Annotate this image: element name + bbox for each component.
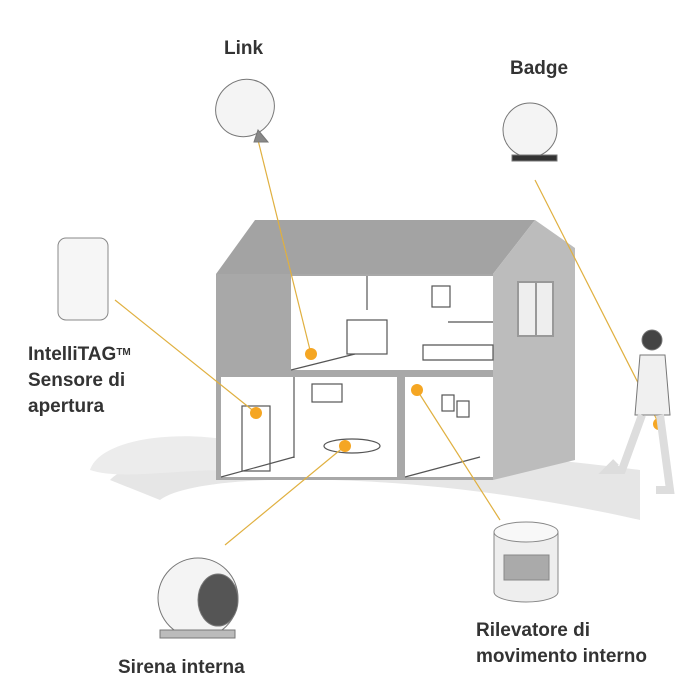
label-rilevatore: Rilevatore di movimento interno bbox=[476, 618, 647, 670]
label-sirena: Sirena interna bbox=[118, 657, 245, 678]
link-device-icon bbox=[215, 78, 275, 143]
device-markers bbox=[250, 348, 665, 452]
rilevatore-line1: Rilevatore di bbox=[476, 620, 591, 641]
badge-device-icon bbox=[502, 102, 558, 162]
person-icon bbox=[598, 329, 675, 494]
marker-intellitag bbox=[250, 407, 262, 419]
label-link: Link bbox=[224, 38, 264, 59]
intellitag-line3: apertura bbox=[28, 396, 105, 417]
intellitag-name: IntelliTAG bbox=[28, 344, 117, 365]
trademark: TM bbox=[116, 347, 131, 358]
marker-rilevatore bbox=[411, 384, 423, 396]
rilevatore-device-icon bbox=[493, 521, 559, 603]
label-badge: Badge bbox=[510, 58, 569, 79]
intellitag-device-icon bbox=[57, 237, 109, 321]
sirena-device-icon bbox=[157, 557, 239, 639]
label-intellitag: IntelliTAGTM Sensore di apertura bbox=[28, 342, 131, 420]
rilevatore-line2: movimento interno bbox=[476, 646, 648, 667]
marker-link bbox=[305, 348, 317, 360]
marker-sirena bbox=[339, 440, 351, 452]
intellitag-line2: Sensore di bbox=[28, 370, 126, 391]
house bbox=[216, 220, 575, 480]
